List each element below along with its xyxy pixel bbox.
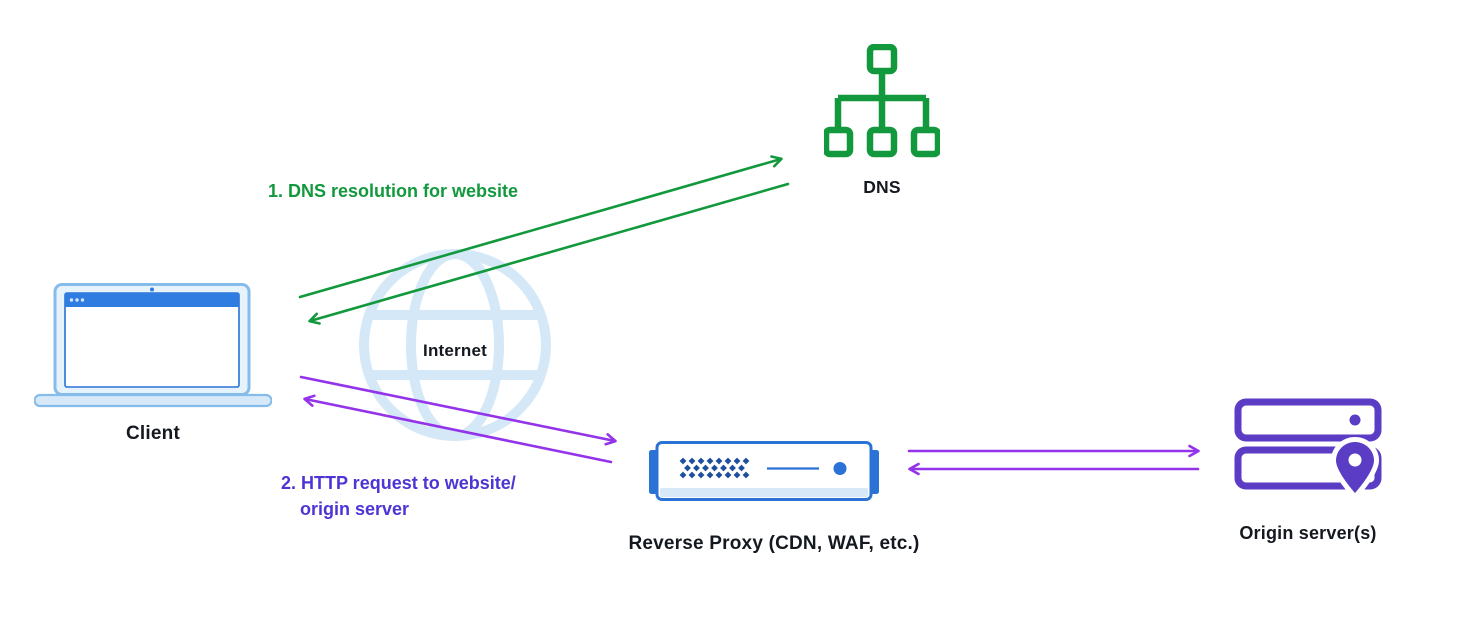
dns-tree-icon <box>824 44 940 158</box>
step2-http-request-label: 2. HTTP request to website/ origin serve… <box>281 470 516 522</box>
client-laptop-icon <box>34 283 272 408</box>
origin-servers-icon <box>1234 398 1382 501</box>
reverse-proxy-label: Reverse Proxy (CDN, WAF, etc.) <box>628 533 920 554</box>
reverse-proxy-icon <box>649 441 879 501</box>
step2-line1: 2. HTTP request to website/ <box>281 473 516 493</box>
origin-servers-label: Origin server(s) <box>1239 523 1377 543</box>
dns-label: DNS <box>863 177 901 197</box>
location-pin-icon <box>1330 436 1380 501</box>
client-label: Client <box>126 423 180 444</box>
internet-label: Internet <box>423 341 487 360</box>
step1-dns-resolution-label: 1. DNS resolution for website <box>268 181 519 201</box>
step2-line2: origin server <box>300 499 410 519</box>
